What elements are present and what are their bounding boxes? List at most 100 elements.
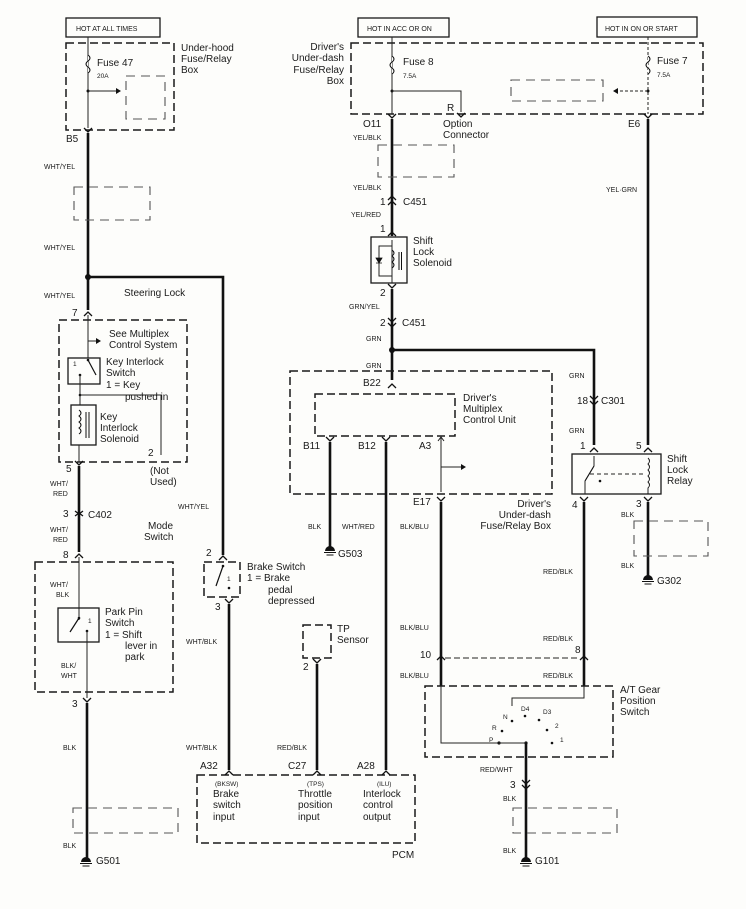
shift-lock-solenoid-label: Lock [413,247,435,258]
connector-c451-label: C451 [403,197,427,208]
switch-position: 1 [88,618,92,625]
park-pin-switch-label: lever in [125,641,157,652]
ground-icon [519,856,533,867]
ground-g302: G302 [657,576,682,587]
shift-lock-relay-label: Relay [667,476,693,487]
key-interlock-solenoid-label: Interlock [100,423,139,434]
brake-switch-label: pedal [268,585,292,596]
wire-label: BLK [503,796,517,803]
wire-grn-relay [392,348,596,445]
pcm: A32 C27 A28 (BKSW) Brake switch input (T… [196,761,416,861]
brake-switch-label: depressed [268,596,315,607]
wire-label: BLK [63,745,77,752]
wire-label: BLK [308,524,322,531]
option-connector-label: Connector [443,130,490,141]
pin-label: 8 [63,550,69,561]
wire-label: YEL/BLK [353,185,382,192]
terminal-e6: E6 [628,119,641,130]
wire-label: RED [53,491,68,498]
pcm-terminal-desc: Interlock [363,789,402,800]
wire-label: RED/BLK [277,745,307,752]
wire-label: RED [53,537,68,544]
pin-label: 10 [420,650,432,661]
shift-lock-relay-label: Lock [667,465,689,476]
terminal-o11: O11 [363,119,382,130]
underdash-box-name: Driver's [310,42,344,53]
fuse-7-label: Fuse 7 [657,56,688,67]
wire-label: YEL·GRN [606,187,637,194]
fuse-47-icon [85,54,91,74]
wire-label: WHT/ [50,481,68,488]
terminal-b22: B22 [363,378,381,389]
gear-position-1: 1 [560,737,564,744]
key-interlock-switch-label: Key Interlock [106,357,165,368]
steering-lock-assembly: See Multiplex Control System 1 Key Inter… [58,315,188,463]
pin-label: 2 [380,318,386,329]
wire-label: RED/BLK [543,569,573,576]
pin-label: 18 [577,396,589,407]
terminal-b12: B12 [358,441,376,452]
gear-switch-label: Switch [620,707,649,718]
park-pin-switch-label: 1 = Shift [105,630,142,641]
underdash-box-name: Fuse/Relay Box [480,521,551,532]
wire-label: GRN [366,363,382,370]
underhood-box-name: Under-hood [181,43,234,54]
tp-sensor-label: TP [337,624,350,635]
key-interlock-switch-label: 1 = Key [106,380,140,391]
tp-sensor-box [302,624,332,659]
pin-label: 7 [72,308,78,319]
wire-label: YEL/BLK [353,135,382,142]
brake-switch-label: 1 = Brake [247,573,291,584]
gear-position-p: P [489,737,493,744]
wire-label: YEL/RED [351,212,381,219]
underdash-box-name: Under-dash [499,510,551,521]
wire-label: WHT/RED [342,524,375,531]
ground-g101: G101 [535,856,560,867]
pin-label: 3 [72,699,78,710]
terminal-b5: B5 [66,134,79,145]
key-interlock-switch-label: pushed in [125,392,168,403]
ground-icon [641,574,655,585]
ground-g501: G501 [96,856,121,867]
wire-label: WHT/YEL [44,245,75,252]
ground-icon [79,856,93,867]
not-used-label: (Not [150,466,169,477]
gear-position-d3: D3 [543,709,552,716]
pin-label: 4 [572,500,578,511]
multiplex-unit-name: Multiplex [463,404,502,415]
underhood-fuse-relay-box: Under-hood Fuse/Relay Box Fuse 47 20A [65,37,234,131]
pcm-terminal-desc: input [213,812,235,823]
wire-label: BLK [621,563,635,570]
gear-switch-label: Position [620,696,656,707]
tp-sensor-label: Sensor [337,635,369,646]
wire-label: BLK/BLU [400,625,429,632]
wire-label: BLK/BLU [400,673,429,680]
pcm-pin-a32: A32 [200,761,218,772]
brake-switch: 1 Brake Switch 1 = Brake pedal depressed [203,561,315,607]
pcm-terminal-desc: Throttle [298,789,332,800]
connector-c451-label: C451 [402,318,426,329]
connector-c301-icon [589,395,599,406]
hot-at-all-times-text: HOT AT ALL TIMES [76,26,138,33]
pin-label: 2 [380,288,386,299]
see-multiplex-text: See Multiplex [109,329,169,340]
pin-label: 3 [63,509,69,520]
park-pin-switch-label: park [125,652,145,663]
option-connector-label: Option [443,119,472,130]
not-used-label: Used) [150,477,177,488]
fuse-47-label: Fuse 47 [97,58,134,69]
hot-in-on-or-start-text: HOT IN ON OR START [605,26,678,33]
underhood-box-name: Fuse/Relay [181,54,232,65]
park-pin-switch: WHT/ BLK 1 Park Pin Switch 1 = Shift lev… [34,557,174,698]
underhood-box-name: Box [181,65,198,76]
underdash-fuse-relay-box: Driver's Under-dash Fuse/Relay Box Fuse … [292,37,704,115]
pin-label: 2 [303,662,309,673]
fuse-7-rating: 7.5A [657,72,671,79]
connector-c451-icon [387,195,397,206]
pin-label: 1 [380,197,386,208]
pin-label: 2 [206,548,212,559]
pcm-terminal-code: (TPS) [307,781,324,788]
wire-label: BLK [503,848,517,855]
connector-c402-label: C402 [88,510,112,521]
shift-lock-relay-label: Shift [667,454,687,465]
